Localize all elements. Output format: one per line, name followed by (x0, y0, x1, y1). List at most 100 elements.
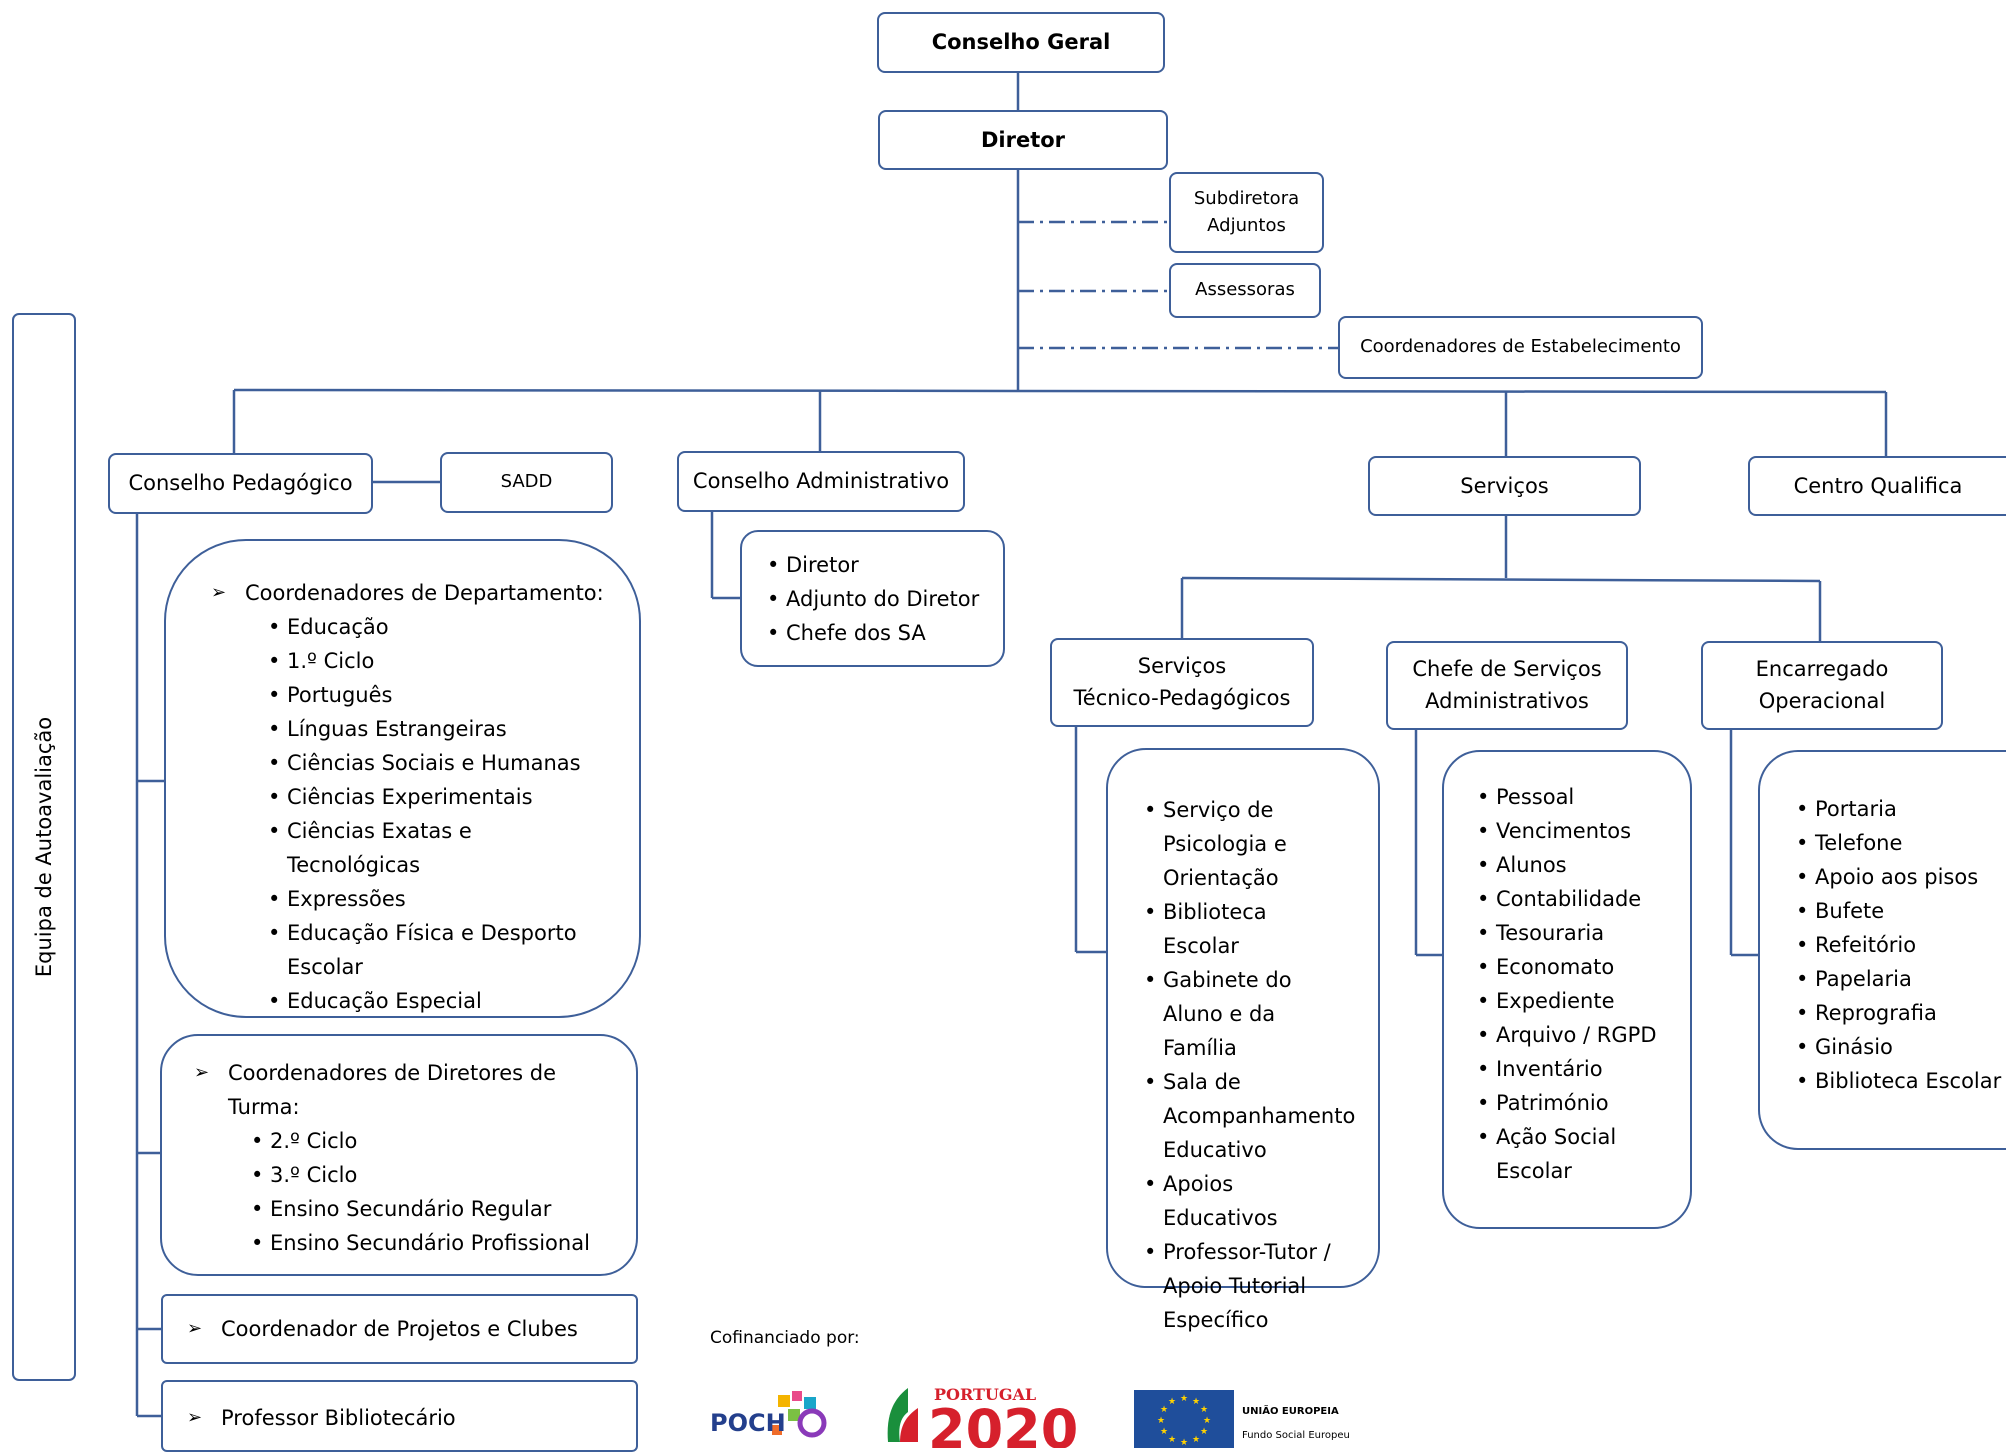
conselho-geral-box: Conselho Geral (877, 12, 1165, 73)
list-item: Portaria (1793, 792, 2006, 826)
arrow-bullet-icon: ➢ (187, 1407, 203, 1428)
list-item: Educação Especial (265, 984, 589, 1018)
list-item: Português (265, 678, 589, 712)
centro-qualifica-box: Centro Qualifica (1748, 456, 2006, 516)
dt-heading-label: Coordenadores de Diretores de Turma: (228, 1061, 557, 1119)
servicos-label: Serviços (1460, 473, 1549, 498)
equipa-autoavaliacao-box: Equipa de Autoavaliação (12, 313, 76, 1381)
centro-qualifica-label: Centro Qualifica (1793, 473, 1963, 498)
list-item: 2.º Ciclo (248, 1124, 616, 1158)
list-item: Ginásio (1793, 1030, 2006, 1064)
arrow-bullet-icon: ➢ (187, 1318, 203, 1339)
diretor-label: Diretor (980, 127, 1066, 152)
list-item: Pessoal (1474, 780, 1674, 814)
list-item: Adjunto do Diretor (764, 582, 993, 616)
svg-text:★: ★ (1180, 1438, 1188, 1448)
list-item: Tesouraria (1474, 916, 1674, 950)
conselho-administrativo-label: Conselho Administrativo (692, 469, 950, 494)
list-item: Professor-Tutor / Apoio Tutorial Específ… (1141, 1235, 1341, 1337)
list-item: Arquivo / RGPD (1474, 1018, 1674, 1052)
list-item: Refeitório (1793, 928, 2006, 962)
ue-line2: Fundo Social Europeu (1242, 1430, 1350, 1441)
administrativo-list: Diretor Adjunto do Diretor Chefe dos SA (764, 548, 993, 650)
arrow-bullet-icon: ➢ (211, 582, 227, 603)
list-item: Gabinete do Aluno e da Família (1141, 963, 1341, 1065)
encarregado-label: Encarregado Operacional (1755, 657, 1889, 713)
list-item: Contabilidade (1474, 882, 1674, 916)
list-item: Papelaria (1793, 962, 2006, 996)
portugal-2020-logo: PORTUGAL 2020 (878, 1382, 1098, 1452)
ue-line1: UNIÃO EUROPEIA (1242, 1404, 1339, 1417)
eu-flag-icon (1134, 1390, 1234, 1448)
list-item: Sala de Acompanhamento Educativo (1141, 1065, 1355, 1167)
svg-text:★: ★ (1192, 1397, 1200, 1407)
svg-text:★: ★ (1168, 1435, 1176, 1445)
bibliotecario-label: Professor Bibliotecário (221, 1406, 456, 1430)
list-item: Ensino Secundário Profissional (248, 1226, 616, 1260)
bibliotecario-item: ➢ Professor Bibliotecário (187, 1401, 616, 1435)
encarregado-list: Portaria Telefone Apoio aos pisos Bufete… (1793, 792, 2006, 1098)
list-item: Ciências Sociais e Humanas (265, 746, 589, 780)
coordenador-projetos-box: ➢ Coordenador de Projetos e Clubes (161, 1294, 638, 1364)
list-item: 3.º Ciclo (248, 1158, 616, 1192)
svg-text:★: ★ (1160, 1427, 1168, 1437)
departamento-heading: ➢ Coordenadores de Departamento: (211, 576, 619, 610)
departamento-list: Educação 1.º Ciclo Português Línguas Est… (265, 610, 589, 1018)
list-item: Chefe dos SA (764, 616, 993, 650)
list-item: Serviço de Psicologia e Orientação (1141, 793, 1341, 895)
servicos-tecnico-box: Serviços Técnico-Pedagógicos (1050, 638, 1314, 727)
assessoras-label: Assessoras (1195, 279, 1295, 301)
list-item: Apoios Educativos (1141, 1167, 1341, 1235)
dt-heading: ➢ Coordenadores de Diretores de Turma: (194, 1056, 568, 1124)
encarregado-box: Encarregado Operacional (1701, 641, 1943, 730)
diretor-box: Diretor (878, 110, 1168, 170)
year-label: 2020 (928, 1398, 1078, 1448)
chefe-items-box: Pessoal Vencimentos Alunos Contabilidade… (1442, 750, 1692, 1229)
chefe-list: Pessoal Vencimentos Alunos Contabilidade… (1474, 780, 1674, 1188)
professor-bibliotecario-box: ➢ Professor Bibliotecário (161, 1380, 638, 1452)
uniao-europeia-logo: ★★ ★★ ★★ ★★ ★★ ★★ UNIÃO EUROPEIA Fundo S… (1134, 1390, 1354, 1448)
encarregado-items-box: Portaria Telefone Apoio aos pisos Bufete… (1758, 750, 2006, 1150)
cofinanciado-label: Cofinanciado por: (710, 1328, 860, 1348)
assessoras-box: Assessoras (1169, 263, 1321, 318)
poch-logo: POCH (708, 1385, 838, 1448)
projetos-item: ➢ Coordenador de Projetos e Clubes (187, 1312, 616, 1346)
list-item: Património (1474, 1086, 1674, 1120)
poch-logo-text: POCH (710, 1409, 786, 1437)
svg-text:★: ★ (1200, 1427, 1208, 1437)
sadd-label: SADD (500, 471, 553, 493)
servicos-tecnico-label: Serviços Técnico-Pedagógicos (1073, 654, 1291, 710)
list-item: Ciências Experimentais (265, 780, 589, 814)
svg-text:★: ★ (1160, 1405, 1168, 1415)
svg-text:★: ★ (1157, 1416, 1165, 1426)
list-item: Vencimentos (1474, 814, 1674, 848)
subdiretora-label: Subdiretora Adjuntos (1193, 188, 1300, 236)
chefe-servicos-box: Chefe de Serviços Administrativos (1386, 641, 1628, 730)
svg-text:★: ★ (1168, 1397, 1176, 1407)
list-item: Bufete (1793, 894, 2006, 928)
servicos-box: Serviços (1368, 456, 1641, 516)
svg-text:★: ★ (1180, 1394, 1188, 1404)
list-item: Línguas Estrangeiras (265, 712, 589, 746)
svg-text:★: ★ (1200, 1405, 1208, 1415)
svg-text:★: ★ (1203, 1416, 1211, 1426)
chefe-servicos-label: Chefe de Serviços Administrativos (1412, 657, 1602, 713)
list-item: Expressões (265, 882, 589, 916)
list-item: Ensino Secundário Regular (248, 1192, 616, 1226)
list-item: Educação (265, 610, 589, 644)
svg-text:★: ★ (1192, 1435, 1200, 1445)
coordenadores-estabelecimento-label: Coordenadores de Estabelecimento (1360, 336, 1681, 358)
list-item: 1.º Ciclo (265, 644, 589, 678)
subdiretora-box: Subdiretora Adjuntos (1169, 172, 1324, 253)
conselho-pedagogico-label: Conselho Pedagógico (128, 471, 353, 496)
list-item: Reprografia (1793, 996, 2006, 1030)
conselho-pedagogico-box: Conselho Pedagógico (108, 453, 373, 514)
projetos-label: Coordenador de Projetos e Clubes (221, 1317, 578, 1341)
tecnico-list: Serviço de Psicologia e Orientação Bibli… (1141, 793, 1355, 1337)
list-item: Expediente (1474, 984, 1674, 1018)
list-item: Ação Social Escolar (1474, 1120, 1626, 1188)
coordenadores-estabelecimento-box: Coordenadores de Estabelecimento (1338, 316, 1703, 379)
conselho-geral-label: Conselho Geral (931, 30, 1111, 55)
equipa-autoavaliacao-label: Equipa de Autoavaliação (32, 716, 56, 978)
